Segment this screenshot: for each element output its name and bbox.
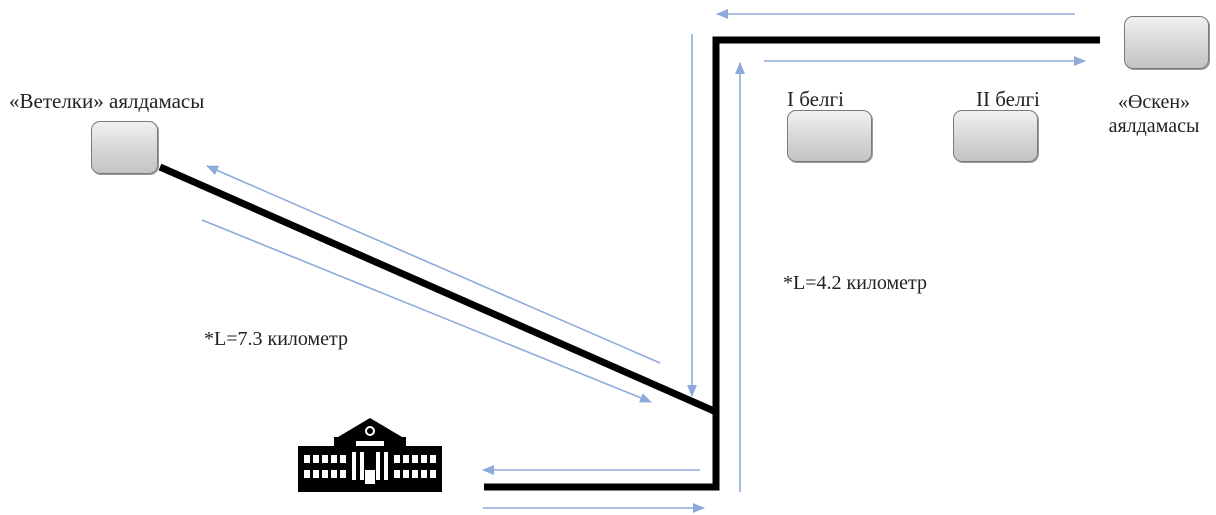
osken-stop-label-line1: «Өскен» (1117, 91, 1191, 113)
osken-stop-label-line2: аялдамасы (1108, 115, 1200, 137)
road-vetelki-diagonal (158, 163, 716, 415)
sign-2-label: II белгі (976, 87, 1040, 111)
vetelki-stop-marker (91, 121, 158, 174)
sign-2-marker (953, 110, 1038, 162)
route-arrows (201, 9, 1086, 513)
sign-1-label: I белгі (787, 87, 844, 111)
arrow-diagonal-up (206, 165, 661, 364)
distance-label-left: *L=7.3 километр (204, 328, 349, 350)
road-main-path (484, 36, 1100, 491)
road-network (158, 36, 1100, 491)
vetelki-stop-label: «Ветелки» аялдамасы (9, 89, 205, 113)
arrow-diagonal-down (201, 219, 652, 403)
osken-stop-label: «Өскен» аялдамасы (1092, 90, 1216, 138)
school-building-icon (298, 418, 442, 492)
sign-1-marker (787, 110, 872, 162)
osken-stop-marker (1124, 16, 1209, 69)
distance-label-right: *L=4.2 километр (783, 272, 928, 294)
